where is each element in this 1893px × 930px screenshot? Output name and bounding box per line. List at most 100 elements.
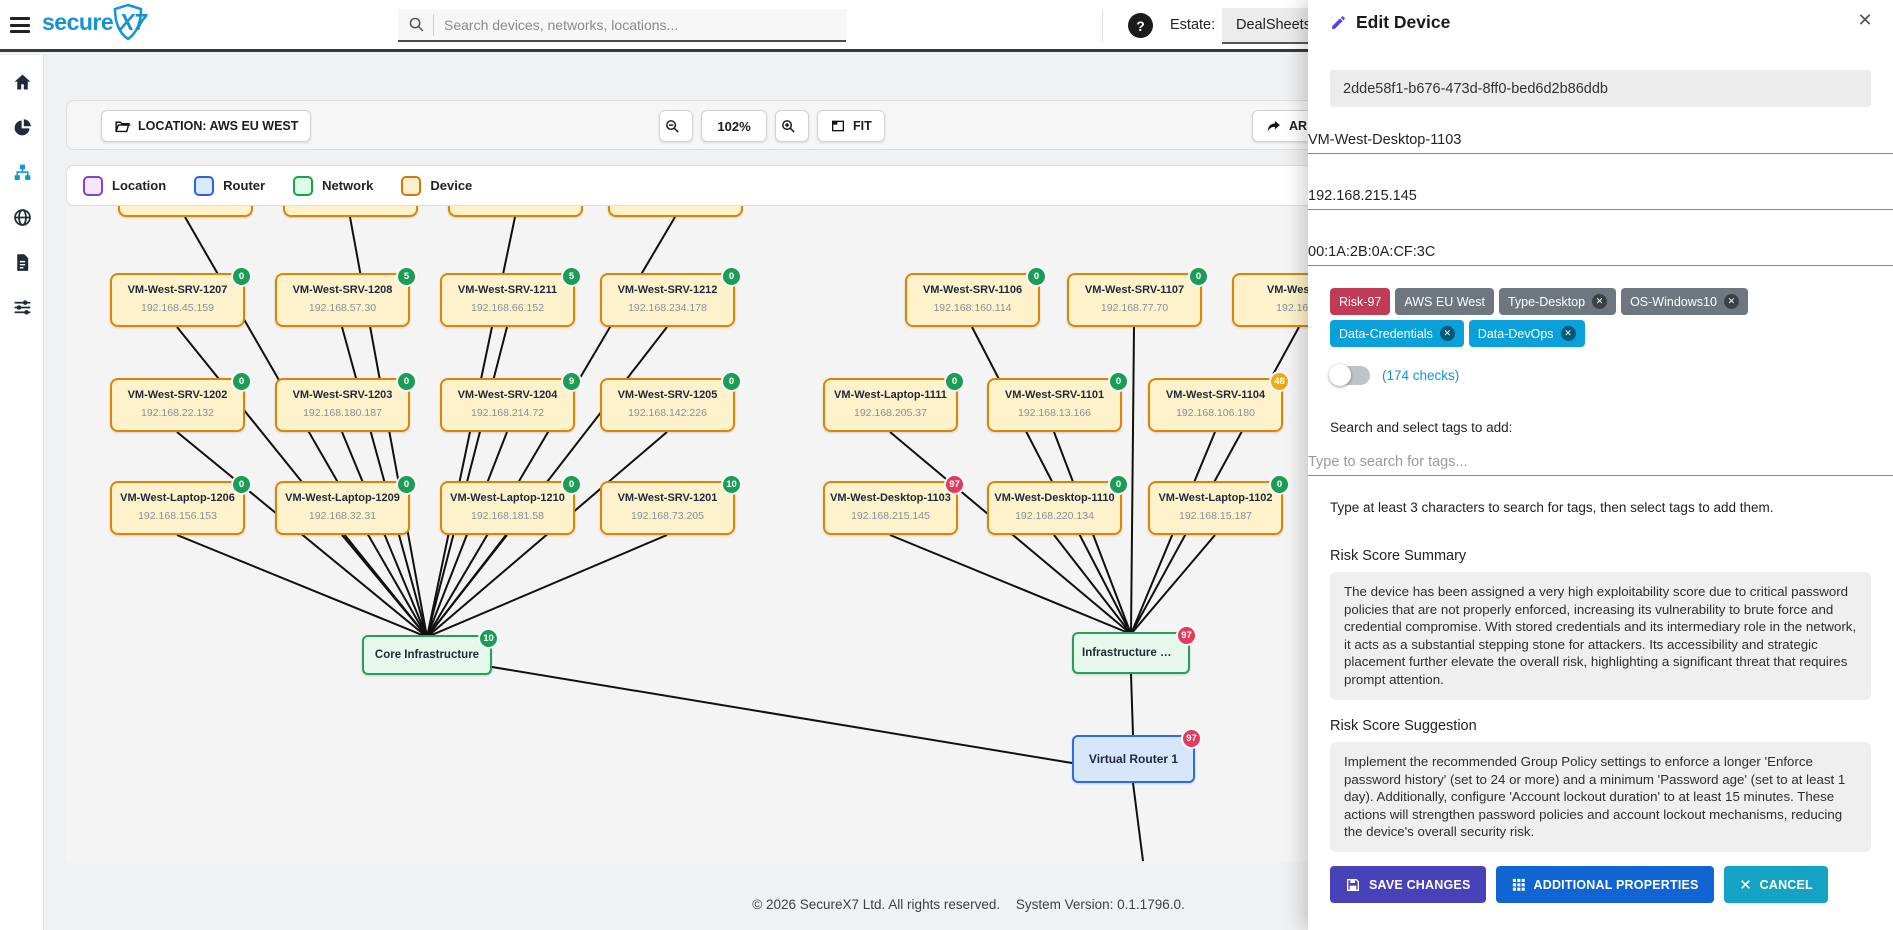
checks-link[interactable]: (174 checks) xyxy=(1382,368,1460,383)
device-name-input[interactable] xyxy=(1308,126,1893,154)
legend-item-device: Device xyxy=(401,175,473,196)
tag-chip[interactable]: AWS EU West xyxy=(1395,288,1494,315)
zoom-in-button[interactable] xyxy=(775,110,809,142)
risk-suggestion-heading: Risk Score Suggestion xyxy=(1330,718,1477,734)
device-node-name: VM-West-SRV-1205 xyxy=(617,389,718,401)
panel-title: Edit Device xyxy=(1356,12,1451,32)
tag-chip[interactable]: Type-Desktop✕ xyxy=(1498,288,1617,315)
status-badge: 0 xyxy=(231,371,252,392)
sidebar-pie-chart-icon[interactable] xyxy=(0,109,44,145)
zoom-out-button[interactable] xyxy=(659,110,693,142)
status-badge: 0 xyxy=(396,474,417,495)
network-node[interactable]: Infrastructure Man...97 xyxy=(1072,625,1197,674)
device-node-ip: 192.168.156.153 xyxy=(138,510,217,522)
remove-tag-icon[interactable]: ✕ xyxy=(1592,294,1608,309)
device-ip-input[interactable] xyxy=(1308,182,1893,210)
risk-suggestion-text: Implement the recommended Group Policy s… xyxy=(1330,742,1871,852)
node-label: Core Infrastructure xyxy=(374,649,480,661)
status-badge: 0 xyxy=(721,266,742,287)
status-badge: 0 xyxy=(231,474,252,495)
sidebar-document-icon[interactable] xyxy=(0,244,44,280)
device-node-name: VM-West-SRV-1106 xyxy=(922,284,1023,296)
search-divider xyxy=(433,13,434,36)
sidebar-globe-icon[interactable] xyxy=(0,199,44,235)
legend-item-network: Network xyxy=(293,175,374,196)
floppy-icon xyxy=(1345,877,1361,893)
device-mac-input[interactable] xyxy=(1308,238,1893,266)
legend-item-router: Router xyxy=(194,175,265,196)
remove-tag-icon[interactable]: ✕ xyxy=(1439,326,1455,341)
legend-label: Device xyxy=(430,178,473,193)
save-changes-button[interactable]: SAVE CHANGES xyxy=(1330,866,1486,903)
device-node[interactable] xyxy=(448,206,583,217)
device-node[interactable] xyxy=(118,206,253,217)
node-label: Infrastructure Man... xyxy=(1082,647,1188,659)
tag-label: OS-Windows10 xyxy=(1630,294,1717,309)
left-sidebar xyxy=(0,55,44,930)
status-badge: 10 xyxy=(721,474,742,495)
legend-item-location: Location xyxy=(83,175,166,196)
tag-chip[interactable]: Data-DevOps ✕ xyxy=(1468,320,1585,347)
close-icon[interactable]: ✕ xyxy=(1857,10,1873,30)
logo-shield: X7 xyxy=(113,3,152,41)
fit-button[interactable]: FIT xyxy=(817,110,885,142)
edit-device-panel: Edit Device ✕ 2dde58f1-b676-473d-8ff0-be… xyxy=(1308,0,1893,930)
tag-chip[interactable]: Data-Credentials✕ xyxy=(1330,320,1464,347)
tag-label: Data-DevOps xyxy=(1477,326,1554,341)
device-node[interactable] xyxy=(608,206,743,217)
tag-chip[interactable]: OS-Windows10 ✕ xyxy=(1621,288,1748,315)
help-button[interactable]: ? xyxy=(1128,13,1153,38)
device-node-name: VM-West-SRV-1212 xyxy=(617,284,718,296)
shield-icon xyxy=(113,3,143,41)
legend-label: Network xyxy=(322,178,374,193)
status-badge: 5 xyxy=(561,266,582,287)
search-input[interactable] xyxy=(444,16,794,33)
device-node-name: VM-West-Laptop-1102 xyxy=(1158,492,1273,504)
tag-search-input[interactable] xyxy=(1308,448,1893,476)
device-node-name: VM-West-SRV-1207 xyxy=(127,284,228,296)
device-node-name: VM-West-SRV-1204 xyxy=(457,389,558,401)
device-node[interactable] xyxy=(283,206,418,217)
status-badge: 48 xyxy=(1269,371,1290,392)
checks-toggle[interactable] xyxy=(1329,364,1370,386)
pencil-icon xyxy=(1332,16,1345,29)
additional-properties-button[interactable]: ADDITIONAL PROPERTIES xyxy=(1495,866,1714,903)
hamburger-menu-icon[interactable] xyxy=(10,17,30,33)
remove-tag-icon[interactable]: ✕ xyxy=(1560,326,1576,341)
device-node-ip: 192.168.214.72 xyxy=(471,407,544,419)
location-button[interactable]: LOCATION: AWS EU WEST xyxy=(101,110,312,142)
sidebar-sliders-icon[interactable] xyxy=(0,289,44,325)
node-label: Virtual Router 1 xyxy=(1088,752,1179,766)
cancel-button[interactable]: CANCEL xyxy=(1723,866,1828,903)
sidebar-home-icon[interactable] xyxy=(0,64,44,100)
button-label: SAVE CHANGES xyxy=(1369,877,1471,892)
status-badge: 97 xyxy=(1176,625,1197,646)
device-node-name: VM-West-SRV-1104 xyxy=(1165,389,1266,401)
estate-label: Estate: xyxy=(1170,17,1216,33)
sidebar-network-icon[interactable] xyxy=(0,154,44,190)
tag-chip[interactable]: Risk-97 xyxy=(1330,288,1391,315)
remove-tag-icon[interactable]: ✕ xyxy=(1723,294,1739,309)
